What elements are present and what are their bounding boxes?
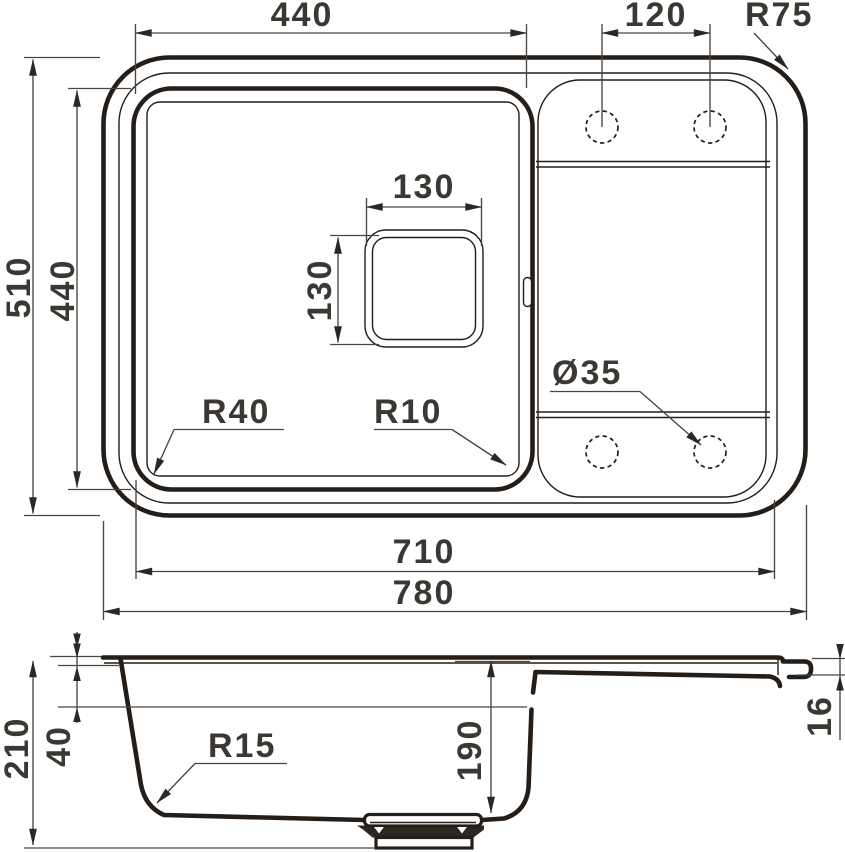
top-view (101, 55, 808, 518)
bowl-contour (131, 86, 535, 492)
ext-lines-inner-width (135, 480, 776, 579)
drain-square-inner (371, 236, 477, 341)
drain-outlet (374, 835, 474, 850)
ext-lines-tap-spacing (601, 24, 711, 127)
tap-hole-top-right (693, 110, 727, 144)
drainboard-ridge-top (536, 160, 770, 168)
dim-inner-width: 710 (393, 533, 456, 571)
dim-bowl-depth-section: 190 (451, 719, 489, 782)
tap-hole-bottom-right (693, 435, 727, 469)
drain-cover-plate (362, 812, 484, 828)
leader-tap-hole-diameter (639, 390, 702, 446)
callout-bottom-radius: R15 (208, 727, 276, 765)
tap-hole-top-left (585, 110, 619, 144)
section-view (100, 655, 814, 850)
bowl-left-profile (118, 656, 367, 823)
tap-hole-bottom-left (585, 435, 619, 469)
ext-lines-overall-depth (24, 56, 100, 517)
drain-assembly (357, 812, 484, 850)
callout-bowl-inner-radius: R10 (374, 393, 442, 431)
dim-drain-width: 130 (393, 168, 456, 206)
drain-square-outer (364, 229, 484, 348)
bowl-right-profile (479, 670, 538, 823)
dim-drain-height: 130 (301, 259, 339, 322)
dim-bowl-width: 440 (271, 0, 334, 34)
dim-overall-depth: 510 (0, 256, 38, 319)
ext-lines-bowl-depth (68, 87, 131, 491)
bowl-inner-contour (146, 101, 520, 477)
dim-rim-height: 40 (40, 725, 78, 767)
leader-bowl-inner-radius (451, 428, 507, 466)
dim-overall-height: 210 (0, 717, 36, 780)
ext-lines-overall-width (102, 505, 808, 620)
overflow-slot (522, 276, 533, 308)
leader-bowl-radius (153, 429, 175, 475)
dim-overall-width: 780 (393, 574, 456, 612)
rim-underside-line (104, 658, 779, 675)
drainboard-surface-profile (533, 669, 783, 689)
drain-clip-notches (374, 827, 467, 834)
dim-bowl-depth: 440 (44, 259, 82, 322)
leader-outer-radius (753, 32, 789, 70)
section-dimensions: 210 40 R15 190 16 (0, 632, 845, 849)
ext-lines-drain-height (330, 234, 379, 346)
drain-body (357, 825, 484, 838)
edge-height-arrows (836, 644, 844, 691)
drainboard-ridge-bottom (536, 411, 770, 419)
leader-bottom-radius (156, 763, 196, 804)
top-view-dimensions: 440 120 R75 510 440 130 130 R40 R10 (0, 0, 813, 620)
dim-tap-hole-spacing: 120 (625, 0, 688, 34)
callout-bowl-radius: R40 (202, 393, 270, 431)
rim-inner-contour (118, 72, 778, 504)
section-extension-lines (24, 655, 527, 849)
dim-edge-height: 16 (801, 695, 839, 737)
ext-lines-edge-height (797, 657, 845, 676)
callout-tap-hole-diameter: Ø35 (552, 354, 622, 392)
callout-outer-radius: R75 (745, 0, 813, 34)
rim-height-arrows (73, 633, 81, 722)
drainboard-contour (537, 79, 767, 498)
